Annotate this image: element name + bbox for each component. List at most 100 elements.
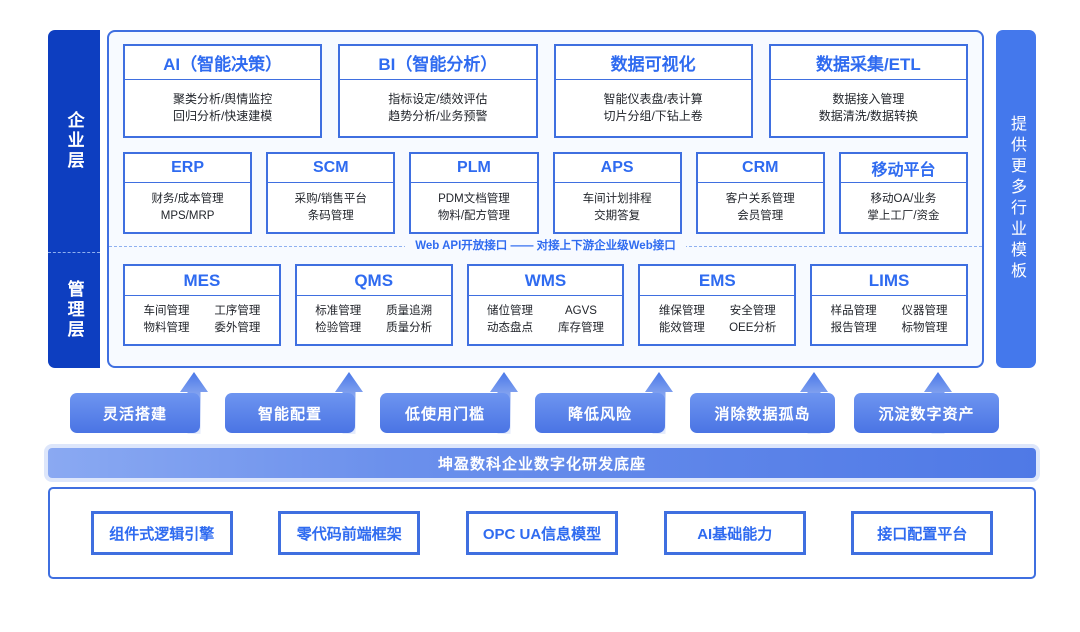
module-line: 聚类分析/舆情监控 bbox=[172, 91, 273, 106]
module-line: 切片分组/下钻上卷 bbox=[603, 109, 703, 123]
module-line: 条码管理 bbox=[307, 209, 354, 222]
module-sub-item: 安全管理 bbox=[729, 305, 776, 318]
module-sub-row: 标准管理 质量追溯 bbox=[297, 303, 451, 320]
module-title: ERP bbox=[125, 154, 251, 183]
module-sub-item: 标准管理 bbox=[315, 305, 362, 318]
module-data-collection-etl[interactable]: 数据采集/ETL 数据接入管理 数据清洗/数据转换 bbox=[768, 44, 968, 138]
capability-label: 组件式逻辑引擎 bbox=[109, 525, 215, 543]
module-sub-item: 库存管理 bbox=[557, 322, 604, 334]
analytics-module-row: AI（智能决策） 聚类分析/舆情监控 回归分析/快速建模 BI（智能分析） 指标… bbox=[123, 44, 968, 138]
module-line: PDM文档管理 bbox=[438, 192, 510, 205]
module-body: 维保管理 安全管理 能效管理 OEE分析 bbox=[640, 296, 795, 344]
module-body: PDM文档管理 物料/配方管理 bbox=[411, 183, 537, 232]
module-aps[interactable]: APS 车间计划排程 交期答复 bbox=[552, 152, 682, 234]
module-sub-item: 动态盘点 bbox=[487, 322, 534, 334]
module-body: 客户关系管理 会员管理 bbox=[697, 183, 823, 232]
benefit-pill-6[interactable]: 沉淀数字资产 bbox=[854, 393, 999, 433]
module-scm[interactable]: SCM 采购/销售平台 条码管理 bbox=[266, 152, 396, 234]
benefit-pill-3[interactable]: 低使用门槛 bbox=[380, 393, 510, 433]
module-sub-item: 工序管理 bbox=[214, 305, 261, 318]
benefit-pill-5[interactable]: 消除数据孤岛 bbox=[690, 393, 835, 433]
module-lims[interactable]: LIMS 样品管理 仪器管理 报告管理 标物管理 bbox=[810, 264, 968, 346]
module-line: 移动OA/业务 bbox=[870, 192, 937, 205]
module-line: 回归分析/快速建模 bbox=[172, 109, 273, 123]
capability-label: OPC UA信息模型 bbox=[482, 525, 602, 543]
module-erp[interactable]: ERP 财务/成本管理 MPS/MRP bbox=[123, 152, 253, 234]
capability-component-logic-engine[interactable]: 组件式逻辑引擎 bbox=[90, 511, 233, 555]
web-api-label: Web API开放接口 —— 对接上下游企业级Web接口 bbox=[405, 237, 686, 253]
capability-opc-ua-model[interactable]: OPC UA信息模型 bbox=[465, 511, 619, 555]
module-sub-row: 物料管理 委外管理 bbox=[125, 320, 279, 337]
management-systems-row: MES 车间管理 工序管理 物料管理 委外管理 QMS bbox=[123, 264, 968, 346]
industry-templates-pill[interactable]: 提供更多行业模板 bbox=[996, 30, 1036, 368]
module-title: AI（智能决策） bbox=[125, 46, 321, 80]
module-sub-row: 报告管理 标物管理 bbox=[812, 320, 966, 337]
benefit-pill-2[interactable]: 智能配置 bbox=[225, 393, 355, 433]
module-bi[interactable]: BI（智能分析） 指标设定/绩效评估 趋势分析/业务预警 bbox=[338, 44, 538, 138]
benefits-row: 灵活搭建 智能配置 低使用门槛 降低风险 消除数据孤岛 沉淀数字资产 bbox=[48, 392, 999, 434]
module-line: 财务/成本管理 bbox=[151, 192, 224, 205]
module-title: APS bbox=[554, 154, 680, 183]
module-line: 数据清洗/数据转换 bbox=[818, 109, 919, 123]
capability-label: 零代码前端框架 bbox=[296, 525, 402, 543]
module-qms[interactable]: QMS 标准管理 质量追溯 检验管理 质量分析 bbox=[294, 264, 453, 346]
module-line: 采购/销售平台 bbox=[294, 192, 367, 205]
enterprise-systems-row: ERP 财务/成本管理 MPS/MRP SCM 采购/销售平台 条码管理 PLM bbox=[123, 152, 969, 234]
module-body: 移动OA/业务 掌上工厂/资金 bbox=[840, 183, 967, 232]
module-sub-row: 检验管理 质量分析 bbox=[297, 320, 451, 337]
module-body: 智能仪表盘/表计算 切片分组/下钻上卷 bbox=[555, 80, 751, 136]
module-title: 数据可视化 bbox=[555, 46, 751, 80]
benefit-label: 降低风险 bbox=[567, 405, 632, 423]
module-sub-item: 维保管理 bbox=[658, 305, 705, 318]
module-sub-row: 维保管理 安全管理 bbox=[640, 303, 794, 320]
module-plm[interactable]: PLM PDM文档管理 物料/配方管理 bbox=[409, 152, 539, 234]
foundation-title-bar: 坤盈数科企业数字化研发底座 bbox=[48, 448, 1036, 478]
module-ems[interactable]: EMS 维保管理 安全管理 能效管理 OEE分析 bbox=[638, 264, 797, 346]
module-sub-item: 委外管理 bbox=[214, 322, 261, 334]
module-sub-item: 报告管理 bbox=[830, 322, 877, 334]
benefit-label: 灵活搭建 bbox=[102, 405, 167, 423]
module-title: QMS bbox=[296, 266, 451, 296]
module-body: 储位管理 AGVS 动态盘点 库存管理 bbox=[468, 296, 623, 344]
layer-band-divider bbox=[48, 252, 100, 253]
module-sub-item: 储位管理 bbox=[487, 305, 534, 318]
module-sub-item: OEE分析 bbox=[729, 322, 777, 334]
benefit-label: 沉淀数字资产 bbox=[878, 405, 975, 423]
foundation-title: 坤盈数科企业数字化研发底座 bbox=[437, 455, 646, 473]
module-data-visualization[interactable]: 数据可视化 智能仪表盘/表计算 切片分组/下钻上卷 bbox=[553, 44, 753, 138]
benefit-pill-1[interactable]: 灵活搭建 bbox=[70, 393, 200, 433]
capability-interface-config-platform[interactable]: 接口配置平台 bbox=[851, 511, 994, 555]
module-sub-row: 储位管理 AGVS bbox=[469, 303, 623, 320]
module-line: 指标设定/绩效评估 bbox=[388, 91, 488, 106]
capability-zero-code-frontend[interactable]: 零代码前端框架 bbox=[278, 511, 421, 555]
module-wms[interactable]: WMS 储位管理 AGVS 动态盘点 库存管理 bbox=[466, 264, 625, 346]
module-body: 采购/销售平台 条码管理 bbox=[268, 183, 394, 232]
module-title: PLM bbox=[411, 154, 537, 183]
module-title: EMS bbox=[640, 266, 795, 296]
module-body: 车间计划排程 交期答复 bbox=[554, 183, 680, 232]
module-mes[interactable]: MES 车间管理 工序管理 物料管理 委外管理 bbox=[123, 264, 281, 346]
module-sub-row: 动态盘点 库存管理 bbox=[469, 320, 623, 337]
management-layer-cell: 管理层 bbox=[48, 252, 100, 368]
module-sub-item: 检验管理 bbox=[315, 322, 362, 334]
module-title: BI（智能分析） bbox=[340, 46, 536, 80]
architecture-main-block: 企业层 管理层 AI（智能决策） 聚类分析/舆情监控 回归分析/快速建模 BI（ bbox=[48, 30, 984, 368]
module-body: 财务/成本管理 MPS/MRP bbox=[125, 183, 251, 232]
module-mobile-platform[interactable]: 移动平台 移动OA/业务 掌上工厂/资金 bbox=[838, 152, 969, 234]
layer-label-band: 企业层 管理层 bbox=[48, 30, 100, 368]
web-api-annotation: Web API开放接口 —— 对接上下游企业级Web接口 bbox=[109, 237, 982, 253]
enterprise-layer-label: 企业层 bbox=[64, 111, 84, 171]
module-title: 数据采集/ETL bbox=[770, 46, 966, 80]
capability-label: 接口配置平台 bbox=[877, 525, 968, 543]
module-ai[interactable]: AI（智能决策） 聚类分析/舆情监控 回归分析/快速建模 bbox=[123, 44, 323, 138]
benefit-label: 消除数据孤岛 bbox=[714, 405, 811, 423]
module-crm[interactable]: CRM 客户关系管理 会员管理 bbox=[695, 152, 825, 234]
module-body: 标准管理 质量追溯 检验管理 质量分析 bbox=[296, 296, 451, 344]
module-sub-item: 质量追溯 bbox=[386, 305, 433, 318]
benefit-pill-4[interactable]: 降低风险 bbox=[535, 393, 665, 433]
module-sub-row: 车间管理 工序管理 bbox=[125, 303, 279, 320]
capability-ai-base[interactable]: AI基础能力 bbox=[663, 511, 806, 555]
enterprise-layer-cell: 企业层 bbox=[48, 30, 100, 252]
module-sub-item: AGVS bbox=[564, 305, 597, 318]
